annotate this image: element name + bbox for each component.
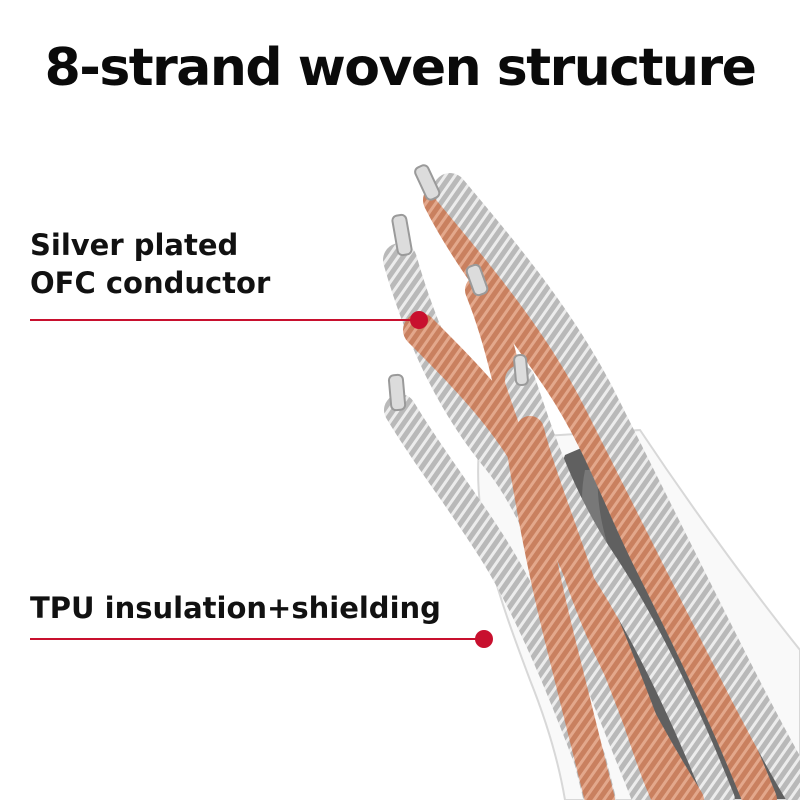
strand-8 bbox=[516, 416, 704, 800]
callout-insulation-dot bbox=[475, 630, 493, 648]
callout-conductor-label: Silver plated OFC conductor bbox=[30, 226, 270, 302]
strand-5 bbox=[465, 275, 615, 800]
callout-conductor-dot bbox=[410, 311, 428, 329]
strand-7 bbox=[433, 173, 800, 800]
callout-conductor-line-1: Silver plated bbox=[30, 228, 239, 262]
strand-1 bbox=[423, 183, 777, 800]
callout-conductor-line-2: OFC conductor bbox=[30, 266, 271, 300]
callout-conductor-leader bbox=[30, 319, 420, 321]
page-title: 8-strand woven structure bbox=[44, 38, 757, 98]
conductor-tips bbox=[387, 164, 529, 412]
callout-insulation-line-1: TPU insulation+shielding bbox=[30, 591, 441, 625]
callout-insulation-leader bbox=[30, 638, 485, 640]
callout-insulation-label: TPU insulation+shielding bbox=[30, 589, 441, 627]
